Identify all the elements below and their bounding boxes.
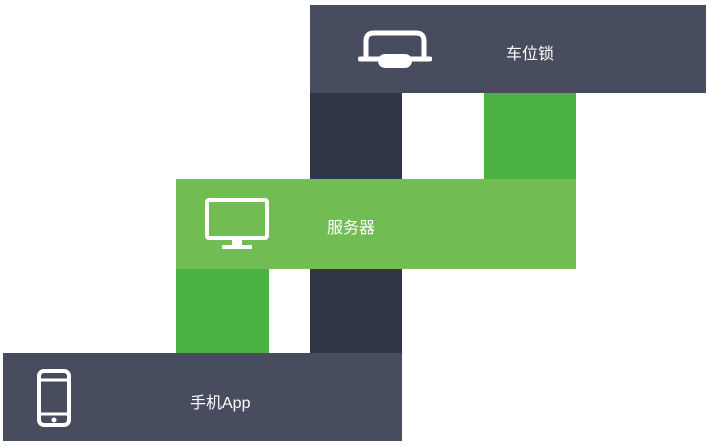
parking-lock-icon [358, 30, 432, 68]
mobile-app-bar: 手机App [3, 353, 402, 441]
parking-lock-bar: 车位锁 [310, 5, 706, 93]
monitor-icon [205, 198, 269, 249]
smartphone-icon [37, 369, 71, 427]
parking-lock-label: 车位锁 [506, 46, 555, 63]
server-label: 服务器 [327, 220, 376, 237]
mobile-app-label: 手机App [190, 395, 251, 412]
connector-green-upper [484, 93, 576, 181]
server-bar: 服务器 [176, 179, 576, 269]
connector-green-lower [176, 268, 269, 355]
